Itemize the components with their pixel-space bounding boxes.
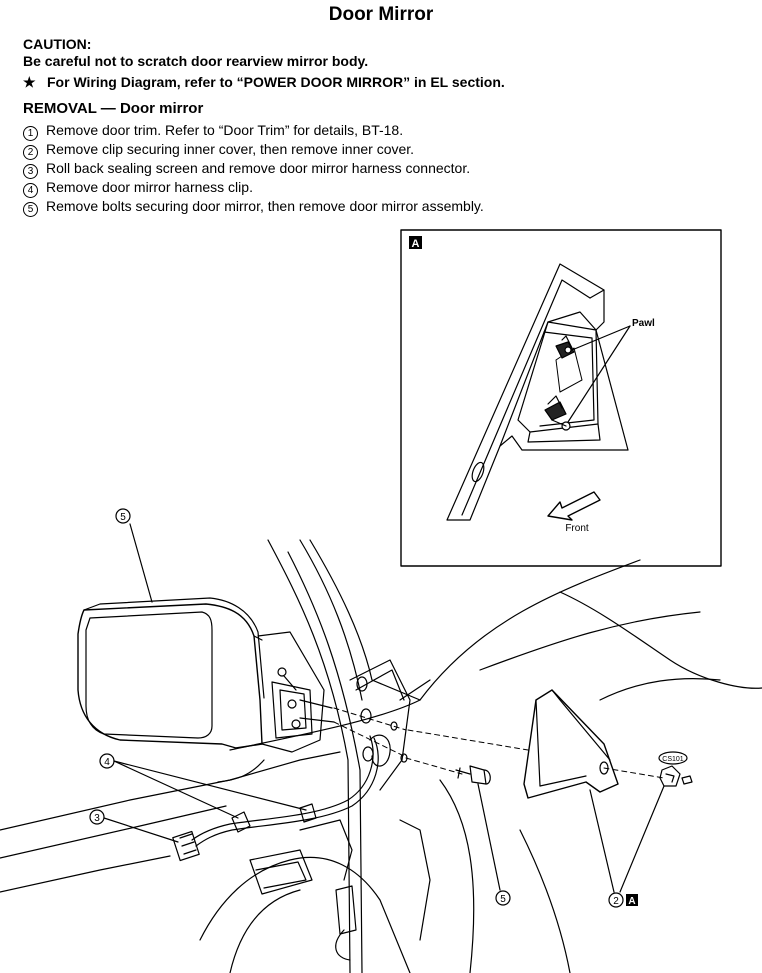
- callout-inner-cover: 2 A: [589, 785, 665, 908]
- detail-frame: [400, 229, 722, 567]
- pawl-leader-lower: [567, 325, 631, 423]
- callout-number: 4: [104, 757, 110, 768]
- cover-badge: A: [628, 896, 635, 907]
- step-text: Roll back sealing screen and remove door…: [46, 160, 471, 176]
- star-icon: ★: [23, 74, 36, 90]
- door-mirror-assembly: [77, 597, 335, 783]
- step-text: Remove door mirror harness clip.: [46, 179, 253, 195]
- step-1: 1 Remove door trim. Refer to “Door Trim” …: [23, 122, 484, 141]
- callout-number: 5: [120, 512, 126, 523]
- callout-harness-clip: 4: [99, 753, 307, 819]
- harness-connector: [172, 830, 200, 862]
- wiring-note-text: For Wiring Diagram, refer to “POWER DOOR…: [47, 74, 505, 90]
- callout-number: 3: [94, 813, 100, 824]
- callout-number: 2: [613, 896, 619, 907]
- removal-steps: 1 Remove door trim. Refer to “Door Trim” …: [23, 122, 484, 217]
- step-text: Remove bolts securing door mirror, then …: [46, 198, 484, 214]
- wiring-note: ★ For Wiring Diagram, refer to “POWER DOO…: [23, 74, 505, 91]
- clip-cs101: CS101: [658, 751, 693, 787]
- step-number: 1: [23, 126, 38, 141]
- step-number: 4: [23, 183, 38, 198]
- step-2: 2 Remove clip securing inner cover, then …: [23, 141, 484, 160]
- step-text: Remove clip securing inner cover, then r…: [46, 141, 415, 157]
- front-arrow-icon: [547, 491, 601, 521]
- callout-bolt: 5: [477, 783, 511, 906]
- inner-cover: [523, 689, 619, 799]
- caution-text: Be careful not to scratch door rearview …: [23, 53, 369, 69]
- step-number: 5: [23, 202, 38, 217]
- detail-a-inset: A Pawl Front: [400, 229, 722, 567]
- caution-heading: CAUTION:: [23, 36, 92, 52]
- clip-code: CS101: [662, 756, 684, 763]
- step-3: 3 Roll back sealing screen and remove doo…: [23, 160, 484, 179]
- detail-badge-bg: [409, 236, 422, 249]
- callout-number: 5: [500, 894, 506, 905]
- page-title: Door Mirror: [328, 4, 434, 25]
- cover-bracket-drawing: [446, 263, 629, 521]
- harness: [172, 735, 379, 862]
- step-number: 3: [23, 164, 38, 179]
- pawl-label: Pawl: [632, 318, 655, 329]
- removal-heading: REMOVAL — Door mirror: [23, 100, 204, 117]
- alignment-lines: [333, 707, 665, 779]
- step-text: Remove door trim. Refer to “Door Trim” f…: [46, 122, 404, 138]
- step-number: 2: [23, 145, 38, 160]
- step-5: 5 Remove bolts securing door mirror, then…: [23, 198, 484, 217]
- front-label: Front: [565, 523, 589, 534]
- pawl-leader-upper: [571, 325, 631, 351]
- harness-clip-a: [231, 811, 251, 833]
- callout-connector: 3: [89, 809, 179, 843]
- detail-badge: A: [412, 238, 420, 250]
- harness-clip-b: [299, 803, 317, 823]
- mounting-bolt: [455, 765, 491, 785]
- step-4: 4 Remove door mirror harness clip.: [23, 179, 484, 198]
- main-exploded-view: CS101: [0, 539, 762, 973]
- callout-mirror: 5: [115, 508, 153, 603]
